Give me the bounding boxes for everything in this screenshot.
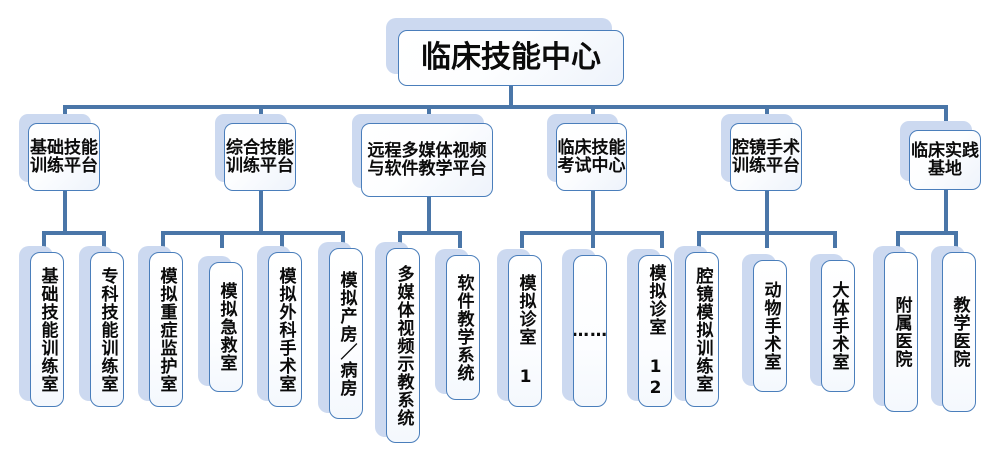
node-label: 专科技能训练室 — [97, 266, 118, 393]
node-branch-6[interactable]: 临床实践基地 — [900, 121, 981, 190]
node-label: 临床实践基地 — [911, 140, 979, 179]
node-box: 模拟重症监护室 — [149, 252, 183, 407]
connector-drop-b3-c1 — [398, 231, 402, 248]
node-label: 教学医院 — [949, 296, 970, 368]
connector-bus-b6 — [896, 231, 958, 235]
connector-root-stem — [509, 86, 513, 107]
node-label: 多媒体视频示教系统 — [393, 264, 414, 427]
leaf-b2-c2[interactable]: 模拟急救室 — [198, 256, 243, 392]
node-branch-2[interactable]: 综合技能训练平台 — [215, 114, 296, 191]
node-label: 大体手术室 — [828, 281, 849, 371]
connector-level2-bus — [63, 105, 948, 109]
leaf-b4-c3[interactable]: 模拟诊室 12 — [627, 249, 672, 407]
node-box: 腔镜模拟训练室 — [685, 252, 719, 407]
connector-drop-b6 — [944, 105, 948, 124]
node-label: 基础技能训练平台 — [30, 137, 98, 176]
node-box: 模拟产房／病房 — [329, 248, 363, 419]
connector-drop-b2-c1 — [161, 231, 165, 248]
connector-bus-b3 — [398, 231, 462, 235]
node-label: 模拟产房／病房 — [336, 270, 357, 397]
connector-stem-b1 — [63, 191, 67, 233]
connector-drop-b6-c2 — [954, 231, 958, 248]
node-branch-1[interactable]: 基础技能训练平台 — [19, 114, 100, 191]
node-box: 远程多媒体视频与软件教学平台 — [361, 123, 493, 197]
connector-drop-b5-c3 — [833, 231, 837, 248]
leaf-b1-c1[interactable]: 基础技能训练室 — [19, 246, 64, 407]
connector-bus-b2 — [161, 231, 345, 235]
node-box: 模拟诊室 1 — [508, 255, 542, 407]
node-box: 专科技能训练室 — [90, 252, 124, 407]
leaf-b1-c2[interactable]: 专科技能训练室 — [79, 246, 124, 407]
node-label: 腔镜手术训练平台 — [732, 137, 800, 176]
leaf-b2-c1[interactable]: 模拟重症监护室 — [138, 246, 183, 407]
connector-drop-b4-c3 — [660, 231, 664, 248]
node-box: 模拟急救室 — [209, 262, 243, 392]
node-box: 临床技能中心 — [398, 30, 624, 86]
connector-drop-b5-c2 — [765, 231, 769, 248]
node-box: 基础技能训练室 — [30, 252, 64, 407]
leaf-b6-c1[interactable]: 附属医院 — [873, 246, 918, 412]
node-box: …… — [573, 255, 607, 407]
leaf-b4-c1[interactable]: 模拟诊室 1 — [497, 249, 542, 407]
node-box: 综合技能训练平台 — [224, 123, 296, 191]
node-label: …… — [573, 320, 607, 341]
node-label: 模拟诊室 1 — [515, 274, 536, 388]
connector-drop-b2-c3 — [280, 231, 284, 248]
leaf-b6-c2[interactable]: 教学医院 — [931, 246, 976, 412]
node-label: 基础技能训练室 — [37, 266, 58, 393]
node-label: 模拟诊室 12 — [645, 263, 666, 399]
leaf-b3-c1[interactable]: 多媒体视频示教系统 — [375, 242, 420, 443]
connector-drop-b2-c2 — [220, 231, 224, 248]
node-branch-4[interactable]: 临床技能考试中心 — [547, 114, 627, 191]
node-label: 远程多媒体视频与软件教学平台 — [367, 140, 487, 179]
connector-drop-b4-c2 — [591, 231, 595, 248]
node-label: 临床技能中心 — [421, 40, 601, 76]
node-branch-3[interactable]: 远程多媒体视频与软件教学平台 — [352, 114, 493, 197]
connector-stem-b3 — [427, 197, 431, 233]
node-label: 动物手术室 — [760, 281, 781, 371]
node-box: 临床技能考试中心 — [556, 123, 627, 191]
connector-drop-b1-c2 — [102, 231, 106, 248]
leaf-b2-c3[interactable]: 模拟外科手术室 — [257, 246, 302, 407]
connector-drop-b3-c2 — [458, 231, 462, 248]
connector-drop-b5-c1 — [697, 231, 701, 248]
node-box: 基础技能训练平台 — [28, 123, 100, 191]
node-box: 大体手术室 — [821, 260, 855, 392]
leaf-b5-c1[interactable]: 腔镜模拟训练室 — [674, 246, 719, 407]
node-label: 附属医院 — [891, 296, 912, 368]
connector-stem-b5 — [765, 191, 769, 233]
connector-bus-b1 — [42, 231, 106, 235]
node-label: 模拟外科手术室 — [275, 266, 296, 393]
node-root[interactable]: 临床技能中心 — [386, 18, 624, 86]
node-label: 腔镜模拟训练室 — [692, 266, 713, 393]
node-branch-5[interactable]: 腔镜手术训练平台 — [721, 114, 802, 191]
node-label: 临床技能考试中心 — [557, 137, 626, 176]
connector-stem-b4 — [591, 191, 595, 233]
node-box: 软件教学系统 — [446, 255, 480, 400]
leaf-b2-c4[interactable]: 模拟产房／病房 — [318, 242, 363, 419]
node-box: 多媒体视频示教系统 — [386, 248, 420, 443]
node-label: 综合技能训练平台 — [226, 137, 294, 176]
node-box: 模拟外科手术室 — [268, 252, 302, 407]
connector-drop-b4-c1 — [520, 231, 524, 248]
leaf-b5-c3[interactable]: 大体手术室 — [810, 254, 855, 392]
connector-stem-b2 — [259, 191, 263, 233]
node-box: 临床实践基地 — [909, 130, 981, 190]
node-box: 腔镜手术训练平台 — [730, 123, 802, 191]
leaf-b4-c2[interactable]: …… — [562, 249, 607, 407]
node-label: 模拟急救室 — [216, 282, 237, 372]
leaf-b5-c2[interactable]: 动物手术室 — [742, 254, 787, 392]
node-box: 动物手术室 — [753, 260, 787, 392]
node-box: 附属医院 — [884, 252, 918, 412]
node-box: 模拟诊室 12 — [638, 255, 672, 407]
node-box: 教学医院 — [942, 252, 976, 412]
connector-drop-b1-c1 — [42, 231, 46, 248]
leaf-b3-c2[interactable]: 软件教学系统 — [435, 249, 480, 400]
connector-drop-b2-c4 — [341, 231, 345, 248]
connector-drop-b6-c1 — [896, 231, 900, 248]
node-label: 模拟重症监护室 — [156, 266, 177, 393]
node-label: 软件教学系统 — [453, 273, 474, 382]
connector-stem-b6 — [944, 190, 948, 233]
